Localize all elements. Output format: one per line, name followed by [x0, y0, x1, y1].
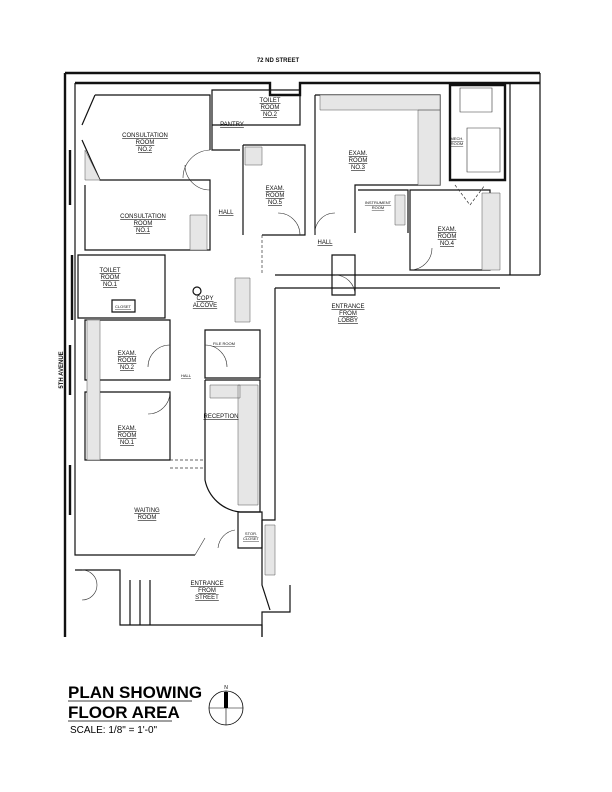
label-stor-closet: STOR.CLOSET — [243, 531, 260, 541]
label-hall-a: HALL — [218, 210, 234, 216]
label-closet: CLOSET — [115, 304, 132, 309]
exterior-walls — [63, 71, 541, 637]
interior-walls — [77, 83, 507, 576]
title-block: PLAN SHOWING FLOOR AREA SCALE: 1/8" = 1'… — [68, 683, 202, 736]
label-file-room: FILE ROOM — [213, 341, 235, 346]
label-mech-room: MECH.ROOM — [451, 136, 464, 146]
svg-text:N: N — [224, 685, 228, 691]
label-hall-b: HALL — [317, 240, 333, 246]
doors — [81, 149, 486, 601]
scale-label: SCALE: 1/8" = 1'-0" — [70, 725, 158, 736]
street-label-left: 5TH AVENUE — [59, 351, 65, 388]
street-label-top: 72 ND STREET — [257, 58, 300, 64]
title-line-2: FLOOR AREA — [68, 703, 180, 722]
label-hall-c: HALL — [181, 373, 192, 378]
north-arrow-icon: N — [208, 685, 244, 726]
label-pantry: PANTRY — [220, 122, 244, 128]
label-reception: RECEPTION — [203, 414, 238, 420]
title-line-1: PLAN SHOWING — [68, 683, 202, 702]
